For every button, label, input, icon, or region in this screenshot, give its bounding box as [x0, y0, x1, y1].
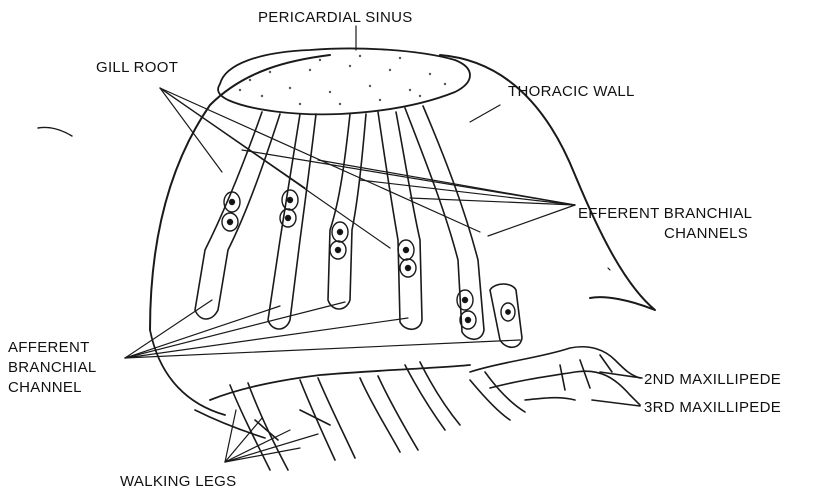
label-afferent-3: CHANNEL	[8, 379, 82, 396]
label-afferent-1: AFFERENT	[8, 339, 90, 356]
pericardial-sinus-shape	[218, 48, 470, 114]
label-walking-legs: WALKING LEGS	[120, 473, 236, 490]
label-pericardial-sinus: PERICARDIAL SINUS	[258, 9, 413, 26]
label-afferent-2: BRANCHIAL	[8, 359, 97, 376]
gill-filament-1	[195, 112, 280, 319]
gill-filament-2	[268, 114, 316, 329]
label-gill-root: GILL ROOT	[96, 59, 178, 76]
maxillipedes	[470, 347, 642, 406]
label-thoracic-wall: THORACIC WALL	[508, 83, 635, 100]
walking-legs	[195, 362, 525, 470]
filament-cells	[222, 190, 515, 329]
label-2nd-maxillipede: 2ND MAXILLIPEDE	[644, 371, 781, 388]
label-efferent-1: EFFERENT BRANCHIAL	[578, 205, 752, 222]
stray-mark-2	[608, 268, 610, 270]
label-3rd-maxillipede: 3RD MAXILLIPEDE	[644, 399, 781, 416]
gill-root-leaders	[160, 88, 480, 248]
thoracic-wall-leader	[470, 105, 500, 122]
pericardial-sinus-stipple	[239, 55, 446, 105]
label-efferent-2: CHANNELS	[664, 225, 748, 242]
stray-mark	[38, 127, 72, 136]
gill-filament-3	[328, 114, 366, 309]
gill-filament-4	[378, 112, 422, 329]
gill-filament-6	[490, 284, 522, 347]
